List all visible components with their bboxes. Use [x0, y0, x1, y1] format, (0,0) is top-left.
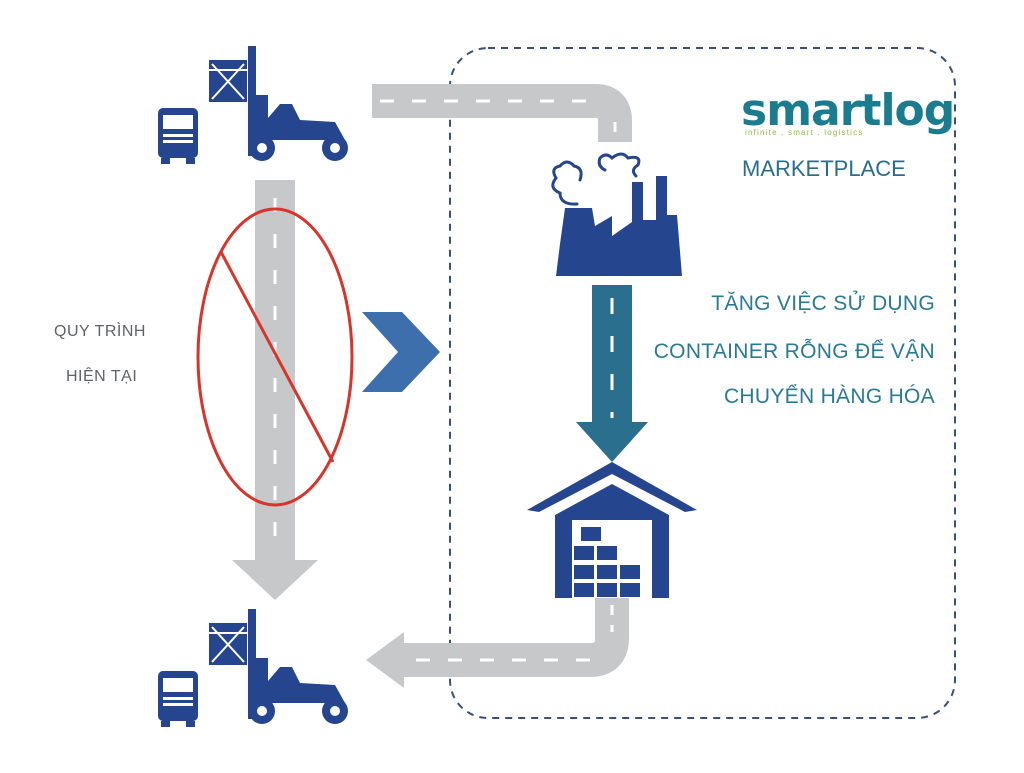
factory-icon [551, 152, 682, 276]
benefit-text-line3: CHUYỂN HÀNG HÓA [723, 385, 935, 408]
truck-icon [158, 108, 198, 164]
road-current-arrowhead [232, 560, 318, 600]
current-process-label-line2: HIỆN TẠI [66, 368, 138, 385]
marketplace-title: MARKETPLACE [742, 156, 906, 181]
road-delivery-arrowhead [576, 422, 648, 462]
current-process-label-line1: QUY TRÌNH [54, 323, 146, 340]
benefit-text-line2: CONTAINER RỖNG ĐỂ VẬN [653, 340, 935, 363]
road-return-arrowhead [366, 632, 404, 688]
warehouse-icon [527, 462, 697, 598]
container-lifter-icon [209, 46, 348, 161]
container-lifter-icon [209, 609, 348, 724]
chevron-right-icon [362, 312, 440, 392]
benefit-text-line1: TĂNG VIỆC SỬ DỤNG [711, 292, 935, 315]
logo-tagline: infinite . smart . logistics [745, 128, 864, 137]
dashed-boundary [449, 47, 956, 719]
road-top [372, 84, 632, 142]
smartlog-logo: smartlog [741, 85, 955, 136]
truck-icon [158, 671, 198, 727]
road-return [400, 598, 629, 677]
prohibit-icon [196, 207, 354, 507]
